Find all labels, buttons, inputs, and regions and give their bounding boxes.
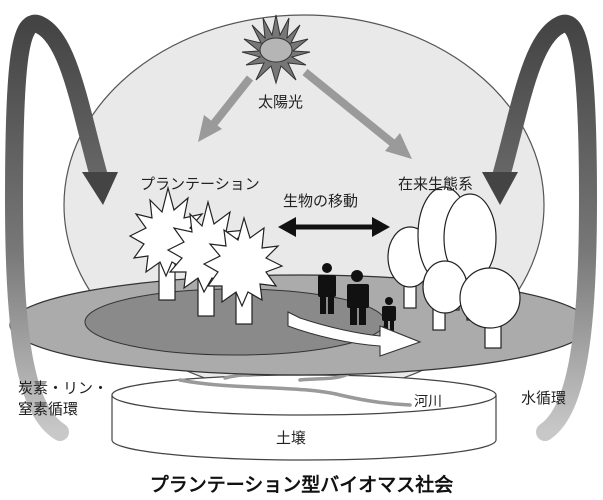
native-ecosystem-label: 在来生態系 [398, 175, 474, 193]
sunlight-label: 太陽光 [258, 93, 304, 111]
sun-icon [241, 14, 311, 85]
sunlight-arrow-right [302, 68, 412, 159]
plantation-label: プランテーション [140, 175, 260, 193]
sunlight-arrow-left [198, 75, 254, 142]
river-label: 河川 [414, 394, 442, 410]
right-cycle-arrow [482, 14, 598, 441]
plantation-trees [128, 185, 284, 325]
flow-arrow [287, 311, 422, 357]
water-cycle-label: 水循環 [521, 389, 567, 407]
diagram-title: プランテーション型バイオマス社会 [149, 474, 454, 496]
carbon-cycle-label-line2: 窒素循環 [18, 400, 79, 418]
soil-label: 土壌 [276, 429, 307, 447]
species-movement-arrow [278, 217, 390, 237]
carbon-cycle-label-line1: 炭素・リン・ [18, 379, 109, 397]
species-movement-label: 生物の移動 [283, 192, 359, 210]
native-trees [387, 186, 521, 349]
plantation-zone [84, 288, 386, 356]
people-icon [318, 263, 396, 333]
left-cycle-arrow [4, 14, 118, 441]
